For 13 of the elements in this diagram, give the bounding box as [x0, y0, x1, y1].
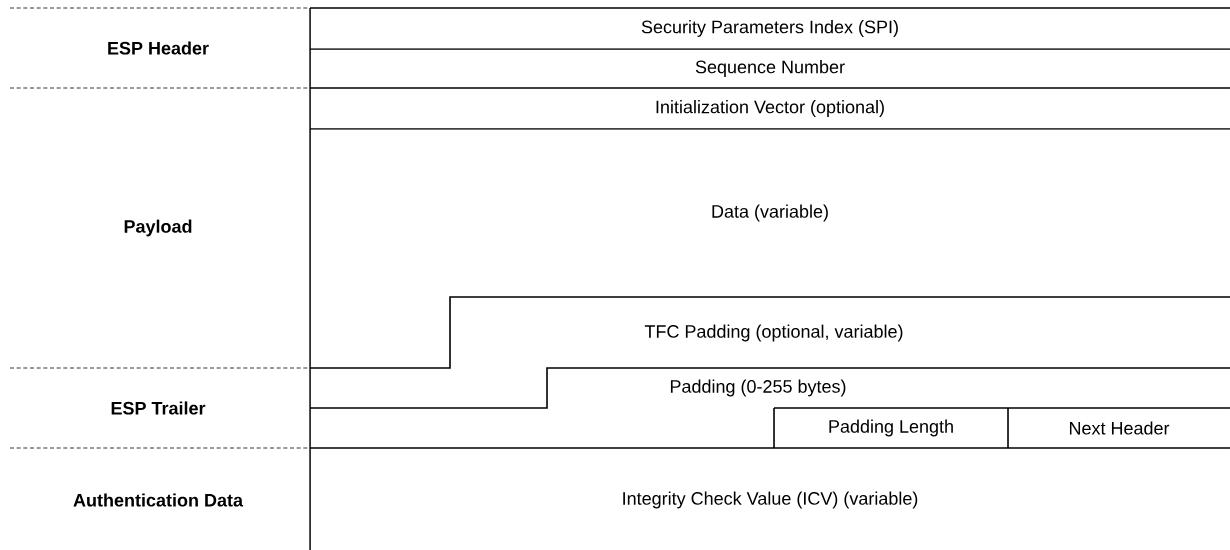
field-label: TFC Padding (optional, variable): [644, 324, 903, 342]
field-label: Initialization Vector (optional): [656, 100, 884, 117]
section-name: Payload: [124, 219, 192, 237]
section-name: ESP Trailer: [111, 401, 206, 415]
field-label: Security Parameters Index (SPI): [641, 20, 898, 37]
field-label: Padding (0-255 bytes): [670, 379, 846, 397]
field-label: Integrity Check Value (ICV) (variable): [623, 491, 918, 509]
section-name: Authentication Data: [73, 493, 244, 507]
field-label: Sequence Number: [695, 60, 845, 77]
section-name: ESP Header: [108, 41, 209, 55]
field-label: Next Header: [1070, 421, 1170, 435]
field-label: Padding Length: [829, 419, 953, 437]
field-label: Data (variable): [712, 204, 828, 222]
